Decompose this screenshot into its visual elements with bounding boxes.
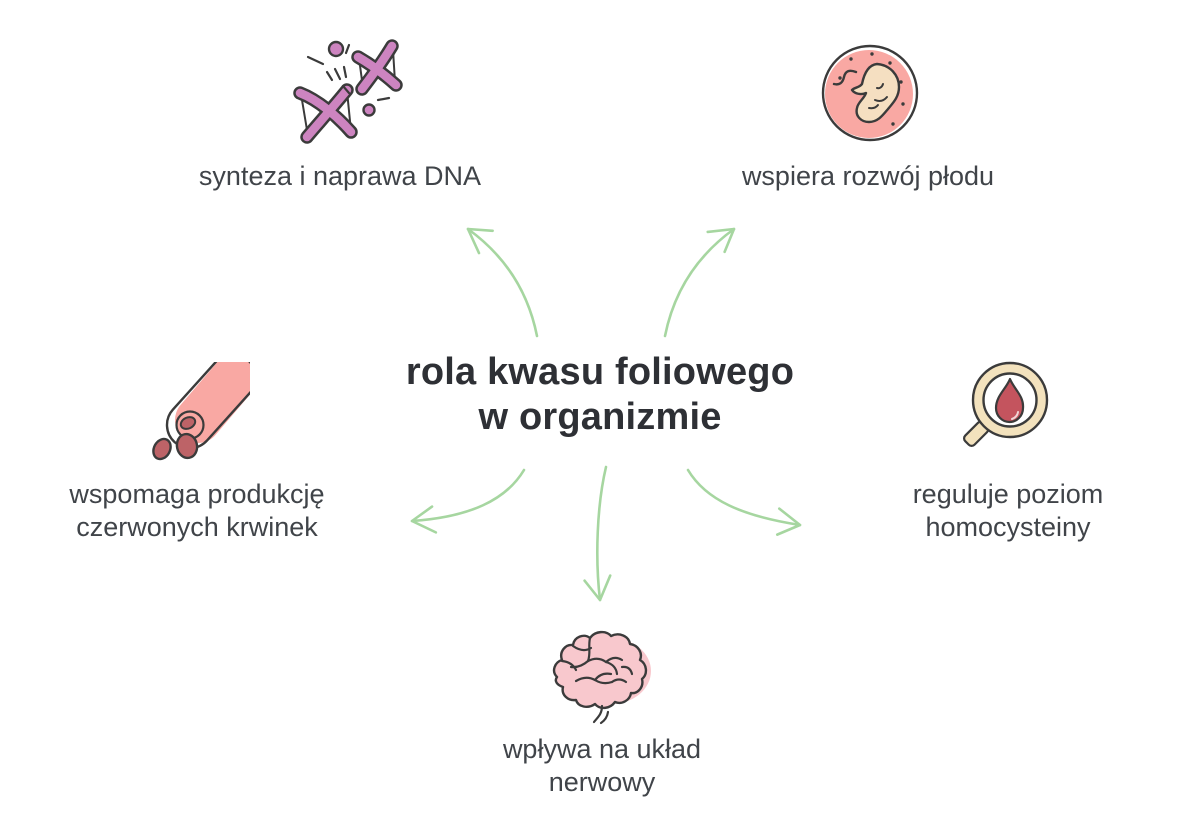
brain-icon bbox=[545, 625, 660, 725]
branch-label-blood: wspomaga produkcję czerwonych krwinek bbox=[69, 479, 325, 542]
fetus-icon bbox=[820, 42, 920, 150]
arrow-to-blood bbox=[410, 468, 526, 534]
arrow-to-brain bbox=[583, 465, 612, 602]
center-topic: rola kwasu foliowego w organizmie bbox=[385, 350, 815, 440]
arrow-to-fetus bbox=[663, 227, 736, 338]
broken-dna-icon bbox=[283, 36, 408, 151]
branch-label-nervous: wpływa na układ nerwowy bbox=[502, 734, 702, 797]
branch-label-homocysteine: reguluje poziom homocysteiny bbox=[912, 479, 1104, 542]
branch-label-fetus: wspiera rozwój płodu bbox=[741, 161, 995, 191]
blood-vessel-icon bbox=[150, 362, 250, 462]
arrow-to-homocysteine bbox=[686, 468, 802, 536]
branch-label-dna: synteza i naprawa DNA bbox=[198, 161, 482, 191]
arrow-to-dna bbox=[466, 227, 539, 338]
magnifier-blood-drop-icon bbox=[955, 360, 1055, 460]
center-topic-line-2: w organizmie bbox=[478, 395, 722, 438]
center-topic-line-1: rola kwasu foliowego bbox=[405, 351, 795, 393]
